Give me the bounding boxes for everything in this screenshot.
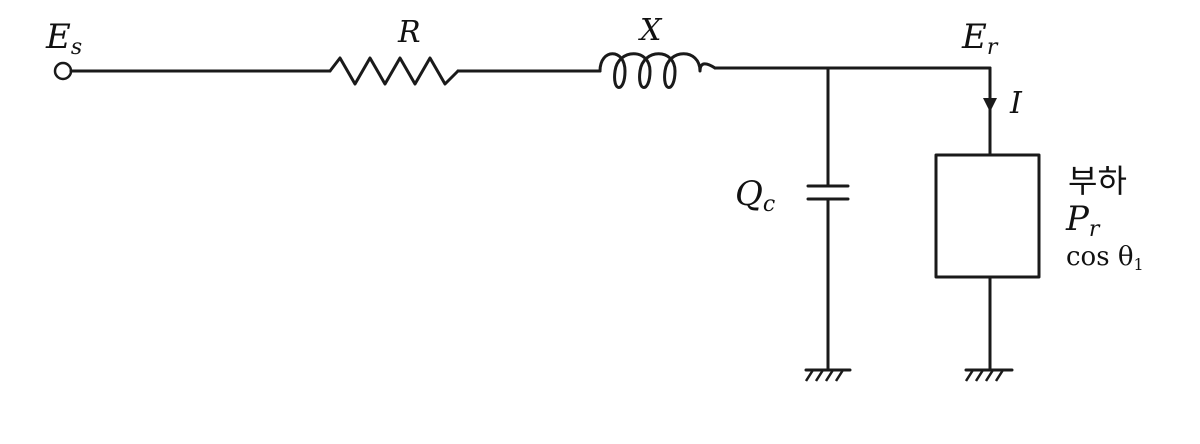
label-sending-voltage: Es (45, 17, 82, 60)
ground-symbol-load (964, 368, 1014, 382)
label-load-name: 부하 (1068, 162, 1127, 200)
sending-terminal (53, 61, 73, 81)
resistor-symbol (328, 56, 460, 86)
label-receiving-voltage: Er (961, 17, 999, 60)
label-current: I (1009, 86, 1023, 121)
label-capacitor: Qc (735, 174, 775, 217)
ground-symbol-capacitor (804, 368, 852, 382)
label-load-power-factor: cos θ1 (1066, 242, 1144, 274)
inductor-symbol (598, 52, 717, 89)
load-box (934, 153, 1041, 279)
label-reactance: X (638, 13, 663, 48)
current-arrow (983, 98, 997, 112)
label-load-power: Pr (1065, 199, 1101, 242)
label-resistance: R (397, 15, 421, 50)
